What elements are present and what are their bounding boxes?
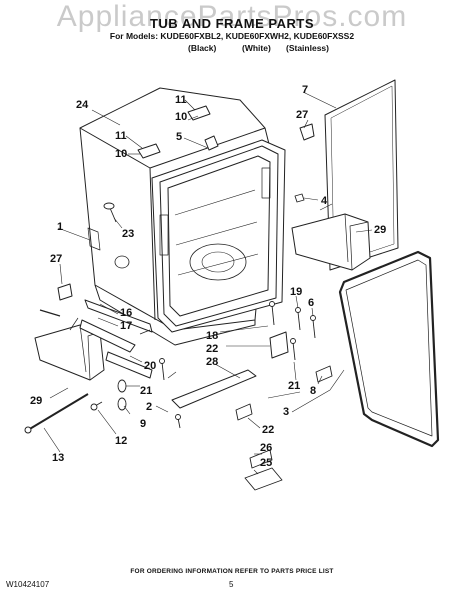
callout-11: 11 xyxy=(175,94,187,106)
callout-21: 21 xyxy=(140,385,152,397)
callout-6: 6 xyxy=(308,297,314,309)
door-gasket xyxy=(338,250,440,448)
callout-16: 18 xyxy=(206,330,218,342)
callout-3: 3 xyxy=(283,406,289,418)
callout-10: 10 xyxy=(175,111,187,123)
model-list: For Models: KUDE60FXBL2, KUDE60FXWH2, KU… xyxy=(109,31,355,41)
callout-7: 7 xyxy=(302,84,308,96)
variant-stainless: (Stainless) xyxy=(286,43,329,53)
callout-4: 4 xyxy=(321,195,328,207)
callout-27: 27 xyxy=(296,109,308,121)
callout-23: 23 xyxy=(122,228,134,240)
callout-12: 12 xyxy=(115,435,127,447)
tub-assembly xyxy=(79,87,286,346)
callout-2: 2 xyxy=(146,401,152,413)
drain-hose xyxy=(27,393,89,431)
callout-22: 22 xyxy=(262,424,274,436)
ordering-note: FOR ORDERING INFORMATION REFER TO PARTS … xyxy=(130,568,334,575)
cover-plate xyxy=(171,369,257,409)
callout-18: 20 xyxy=(144,360,156,372)
callout-25: 25 xyxy=(260,457,272,469)
callout-14: 16 xyxy=(120,307,132,319)
page-number: 5 xyxy=(229,580,234,589)
callout-13: 13 xyxy=(52,452,64,464)
callout-29-left: 29 xyxy=(30,395,42,407)
callout-5: 5 xyxy=(176,131,182,143)
callout-11-lower: 11 xyxy=(115,130,127,142)
callout-20: 22 xyxy=(206,343,218,355)
callout-9: 9 xyxy=(140,418,146,430)
callout-17: 19 xyxy=(290,286,302,298)
callout-8: 8 xyxy=(310,385,316,397)
callout-27-left: 27 xyxy=(50,253,62,265)
callout-1: 1 xyxy=(57,221,63,233)
document-number: W10424107 xyxy=(6,580,50,589)
callout-28: 28 xyxy=(206,356,218,368)
toe-panel-right xyxy=(291,213,371,271)
callout-24: 24 xyxy=(76,99,89,111)
callout-19: 21 xyxy=(288,380,300,392)
callout-10-lower: 10 xyxy=(115,148,127,160)
callout-26: 26 xyxy=(260,442,272,454)
variant-white: (White) xyxy=(242,43,271,53)
callout-29: 29 xyxy=(374,224,386,236)
callout-15: 17 xyxy=(120,320,132,332)
page-title: TUB AND FRAME PARTS xyxy=(149,16,315,31)
watermark: AppliancePartsPros.com xyxy=(56,0,408,33)
variant-black: (Black) xyxy=(188,43,217,53)
